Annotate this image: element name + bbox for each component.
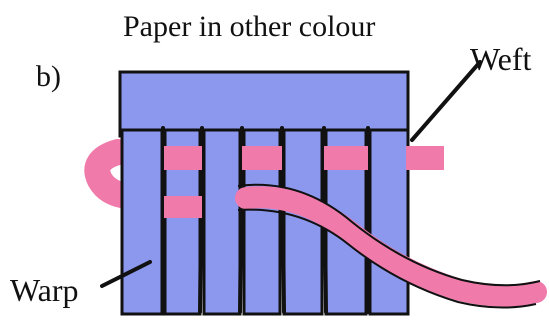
weft-strip-lower	[164, 196, 202, 218]
weft-pointer	[412, 62, 480, 140]
warp-strip	[204, 130, 240, 314]
warp-strip	[370, 130, 408, 314]
warp-strip	[122, 130, 162, 314]
